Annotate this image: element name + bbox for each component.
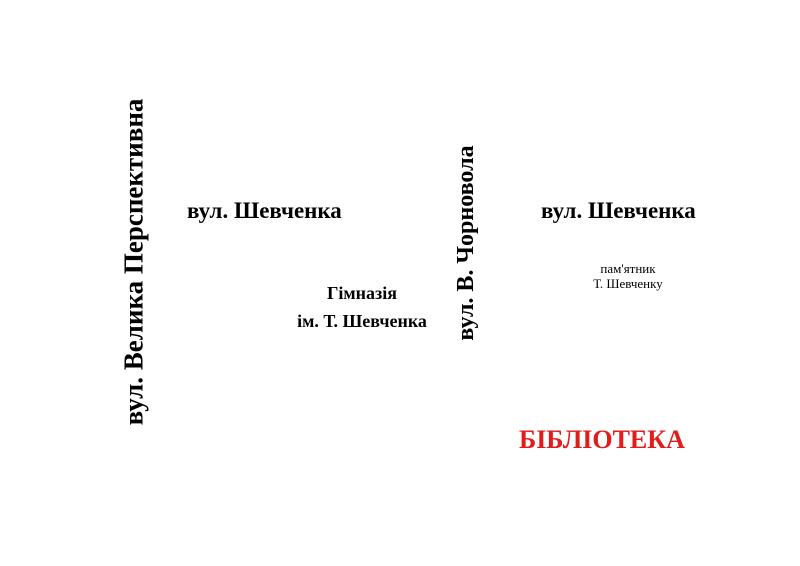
- monument-line-2: Т. Шевченку: [593, 276, 663, 291]
- street-label-chornovola: вул. В. Чорновола: [453, 145, 479, 341]
- monument-line-1: пам'ятник: [600, 261, 656, 276]
- gymnasium-subtitle: ім. Т. Шевченка: [297, 311, 427, 331]
- landmark-monument: пам'ятник Т. Шевченку: [593, 261, 663, 291]
- landmark-gymnasium: Гімназія ім. Т. Шевченка: [297, 284, 427, 330]
- landmark-library: БІБЛІОТЕКА: [519, 425, 685, 454]
- gymnasium-title: Гімназія: [326, 283, 398, 303]
- street-label-velyka-perspektyvna: вул. Велика Перспективна: [118, 98, 149, 426]
- street-label-shevchenka-left: вул. Шевченка: [187, 198, 342, 223]
- street-label-shevchenka-right: вул. Шевченка: [541, 198, 696, 223]
